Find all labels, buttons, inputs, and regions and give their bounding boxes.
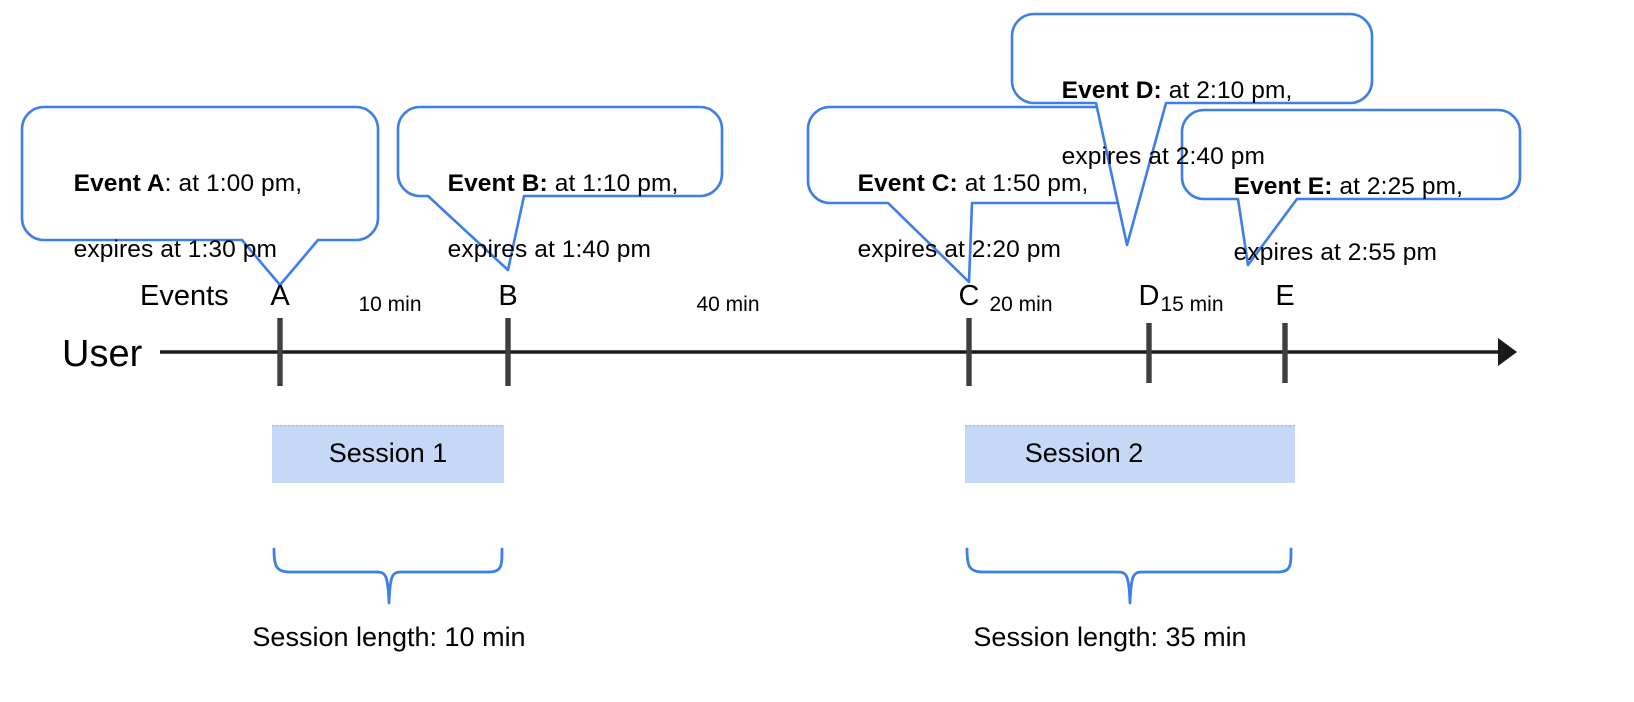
axis-arrow-head xyxy=(1498,338,1517,366)
callout-c-bold: Event C: xyxy=(857,170,958,197)
callout-a-sep: : xyxy=(164,170,179,197)
session-1-length-label: Session length: 10 min xyxy=(252,622,526,652)
callout-a-line1: Event A: at 1:00 pm, xyxy=(74,170,303,197)
callout-text-event-b: Event B: at 1:10 pm, expires at 1:40 pm xyxy=(420,134,679,299)
gap-label-b-c: 40 min xyxy=(696,293,760,316)
callout-e-line1: Event E: at 2:25 pm, xyxy=(1234,173,1463,200)
callout-c-line2: expires at 2:20 pm xyxy=(857,236,1061,263)
callout-shape-event-b[interactable] xyxy=(396,105,724,272)
callout-c-sep xyxy=(958,170,965,197)
callout-b-line1: Event B: at 1:10 pm, xyxy=(448,170,679,197)
callout-d-line2: expires at 2:40 pm xyxy=(1061,143,1265,170)
callout-b-bold: Event B: xyxy=(447,170,548,197)
tick-label-d: D xyxy=(1138,280,1160,312)
brace-session-1 xyxy=(272,547,504,605)
callout-a-bold: Event A xyxy=(73,170,165,197)
gap-label-c-d: 20 min xyxy=(989,293,1053,316)
callout-a-line2: expires at 1:30 pm xyxy=(73,236,277,263)
session-bar-1-label: Session 1 xyxy=(328,438,448,468)
callout-b-sep xyxy=(548,170,555,197)
tick-label-c: C xyxy=(958,280,980,312)
callout-b-line2: expires at 1:40 pm xyxy=(447,236,651,263)
callout-d-bold: Event D: xyxy=(1061,77,1162,104)
callout-c-line1: Event C: at 1:50 pm, xyxy=(858,170,1089,197)
gap-label-d-e: 15 min xyxy=(1160,293,1224,316)
callout-b-rest: at 1:10 pm, xyxy=(554,170,679,197)
callout-shape-event-d[interactable] xyxy=(1010,12,1374,247)
events-row-label: Events xyxy=(140,280,229,312)
tick-label-b: B xyxy=(498,280,518,312)
session-2-length-label: Session length: 35 min xyxy=(973,622,1247,652)
callout-d-rest: at 2:10 pm, xyxy=(1168,77,1293,104)
session-bar-1-shape xyxy=(272,424,504,483)
callout-text-event-a: Event A: at 1:00 pm, expires at 1:30 pm xyxy=(46,134,302,299)
callout-a-rest: at 1:00 pm, xyxy=(178,170,303,197)
callout-c-rest: at 1:50 pm, xyxy=(964,170,1089,197)
session-bar-2-label: Session 2 xyxy=(1024,438,1144,468)
gap-label-a-b: 10 min xyxy=(358,293,422,316)
callout-e-bold: Event E: xyxy=(1233,173,1333,200)
brace-session-2 xyxy=(965,547,1293,605)
callout-text-event-d: Event D: at 2:10 pm, expires at 2:40 pm xyxy=(1034,41,1293,206)
session-bar-2-shape xyxy=(965,424,1295,483)
callout-e-line2: expires at 2:55 pm xyxy=(1233,239,1437,266)
callout-shape-event-e[interactable] xyxy=(1180,108,1522,267)
timeline-axis xyxy=(160,338,1517,366)
user-row-label: User xyxy=(62,333,143,375)
callout-text-event-c: Event C: at 1:50 pm, expires at 2:20 pm xyxy=(830,134,1089,299)
callout-d-sep xyxy=(1162,77,1169,104)
callout-d-line1: Event D: at 2:10 pm, xyxy=(1062,77,1293,104)
callout-shape-event-a[interactable] xyxy=(20,105,380,287)
callout-e-rest: at 2:25 pm, xyxy=(1339,173,1464,200)
tick-label-e: E xyxy=(1275,280,1295,312)
tick-label-a: A xyxy=(270,280,290,312)
callout-text-event-e: Event E: at 2:25 pm, expires at 2:55 pm xyxy=(1206,137,1463,302)
